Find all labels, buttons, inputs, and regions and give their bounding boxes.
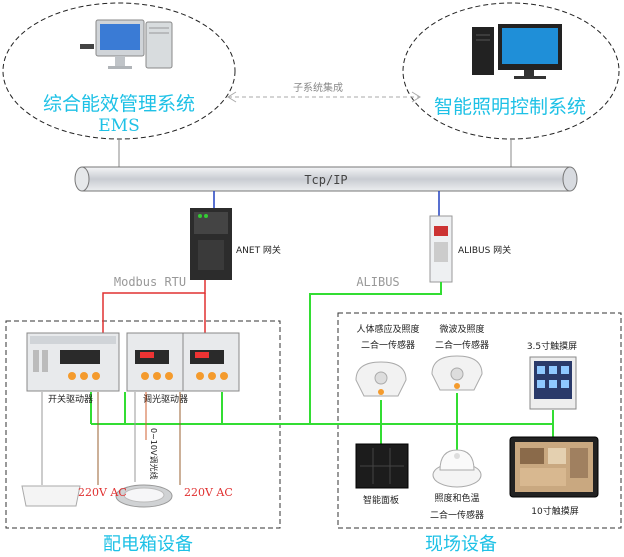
lighting-computer-icon	[472, 24, 562, 79]
microwave-sensor-icon	[431, 355, 483, 391]
modbus-label: Modbus RTU	[114, 275, 186, 289]
smart-panel-label: 智能面板	[363, 494, 399, 506]
pir-sensor-label-2: 二合一传感器	[361, 339, 415, 351]
ems-subtitle: EMS	[98, 116, 139, 136]
lighting-system-ellipse	[402, 2, 620, 140]
voltage-right-label: 220V AC	[184, 486, 233, 499]
lighting-title: 智能照明控制系统	[434, 96, 586, 118]
integration-label: 子系统集成	[293, 81, 343, 94]
touchscreen-10-label: 10寸触摸屏	[531, 505, 578, 517]
voltage-left-label: 220V AC	[78, 486, 127, 499]
tcpip-bus	[74, 166, 578, 192]
color-sensor-label-2: 二合一传感器	[430, 509, 484, 521]
field-section-title: 现场设备	[425, 534, 497, 555]
pir-sensor-icon	[355, 361, 407, 397]
modbus-wiring	[102, 280, 206, 333]
anet-gateway-icon	[190, 208, 232, 280]
dimmer-driver-label: 调光驱动器	[143, 393, 188, 405]
touch35-label: 3.5寸触摸屏	[527, 340, 577, 352]
integration-arrow	[227, 91, 421, 103]
anet-gateway-label: ANET 网关	[236, 244, 281, 256]
dimmer-driver-icon	[126, 332, 240, 392]
microwave-sensor-label-2: 二合一传感器	[435, 339, 489, 351]
smart-panel-icon	[355, 443, 409, 489]
ems-title: 综合能效管理系统	[43, 93, 195, 115]
touchscreen-10-icon	[509, 436, 599, 498]
alibus-gateway-label: ALIBUS 网关	[458, 244, 511, 256]
distribution-section-title: 配电箱设备	[103, 534, 193, 555]
ems-computer-icon	[80, 19, 173, 69]
switch-driver-icon	[26, 332, 120, 392]
alibus-gateway-icon	[429, 215, 453, 283]
color-sensor-icon	[432, 449, 482, 488]
color-sensor-label-1: 照度和色温	[434, 492, 479, 504]
bus-label: Tcp/IP	[304, 173, 347, 187]
alibus-link-label: ALIBUS	[356, 275, 399, 289]
panel-light-icon	[21, 485, 81, 507]
microwave-sensor-label-1: 微波及照度	[439, 323, 484, 335]
dim-signal-label: 0~10V调光线	[149, 428, 159, 479]
touchscreen-35-icon	[529, 356, 577, 410]
pir-sensor-label-1: 人体感应及照度	[356, 323, 419, 335]
load-wiring	[41, 392, 181, 485]
field-box	[337, 312, 622, 529]
downlight-icon	[115, 484, 173, 508]
switch-driver-label: 开关驱动器	[48, 393, 93, 405]
